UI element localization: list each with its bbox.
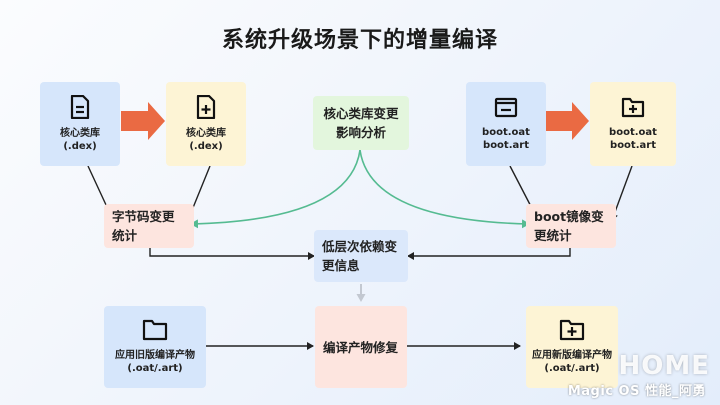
- old-artifact-node: 应用旧版编译产物 (.oat/.art): [104, 306, 206, 388]
- old-dex-label: 核心类库: [60, 128, 100, 139]
- old-artifact-ext: (.oat/.art): [127, 363, 183, 374]
- new-dex-label: 核心类库: [186, 128, 226, 139]
- folder-minus-icon: [494, 97, 518, 118]
- bytecode-stats-node: 字节码变更统计: [104, 204, 194, 248]
- bytecode-stats-label: 字节码变更统计: [112, 209, 175, 243]
- credit-watermark: Magic OS 性能_阿勇: [567, 384, 706, 399]
- new-oat-line1: boot.oat: [609, 127, 657, 138]
- folder-plus-icon: [559, 319, 585, 341]
- new-oat-node: boot.oat boot.art: [590, 82, 676, 166]
- file-plus-icon: [196, 95, 216, 119]
- new-dex-ext: (.dex): [189, 141, 223, 152]
- analysis-label: 核心类库变更影响分析: [323, 106, 399, 140]
- lowlevel-label: 低层次依赖变更信息: [322, 239, 398, 273]
- new-dex-node: 核心类库 (.dex): [166, 82, 246, 166]
- orange-arrow-right: [545, 102, 589, 140]
- boot-stats-label: boot镜像变更统计: [534, 209, 604, 243]
- file-minus-icon: [70, 95, 90, 119]
- lowlevel-node: 低层次依赖变更信息: [314, 230, 408, 282]
- repair-label: 编译产物修复: [323, 339, 399, 355]
- folder-plus-icon: [621, 97, 645, 118]
- old-dex-ext: (.dex): [63, 141, 97, 152]
- new-artifact-node: 应用新版编译产物 (.oat/.art): [526, 306, 618, 388]
- new-artifact-label: 应用新版编译产物: [532, 350, 612, 361]
- old-oat-line2: boot.art: [483, 140, 529, 151]
- new-artifact-ext: (.oat/.art): [544, 363, 600, 374]
- arrow-bootstats-to-lowlevel: [407, 248, 571, 260]
- repair-node: 编译产物修复: [315, 306, 407, 388]
- old-artifact-label: 应用旧版编译产物: [115, 350, 195, 361]
- old-oat-line1: boot.oat: [482, 127, 530, 138]
- green-curve-right: [359, 149, 530, 229]
- boot-stats-node: boot镜像变更统计: [526, 204, 616, 248]
- old-oat-node: boot.oat boot.art: [466, 82, 546, 166]
- home-watermark: HOME: [618, 351, 710, 381]
- orange-arrow-left: [121, 102, 165, 140]
- green-curve-left: [190, 149, 361, 229]
- page-title: 系统升级场景下的增量编译: [221, 28, 498, 53]
- new-oat-line2: boot.art: [610, 140, 656, 151]
- arrow-bytecode-to-lowlevel: [149, 248, 315, 260]
- old-dex-node: 核心类库 (.dex): [40, 82, 120, 166]
- analysis-node: 核心类库变更影响分析: [313, 96, 409, 150]
- folder-icon: [142, 319, 168, 341]
